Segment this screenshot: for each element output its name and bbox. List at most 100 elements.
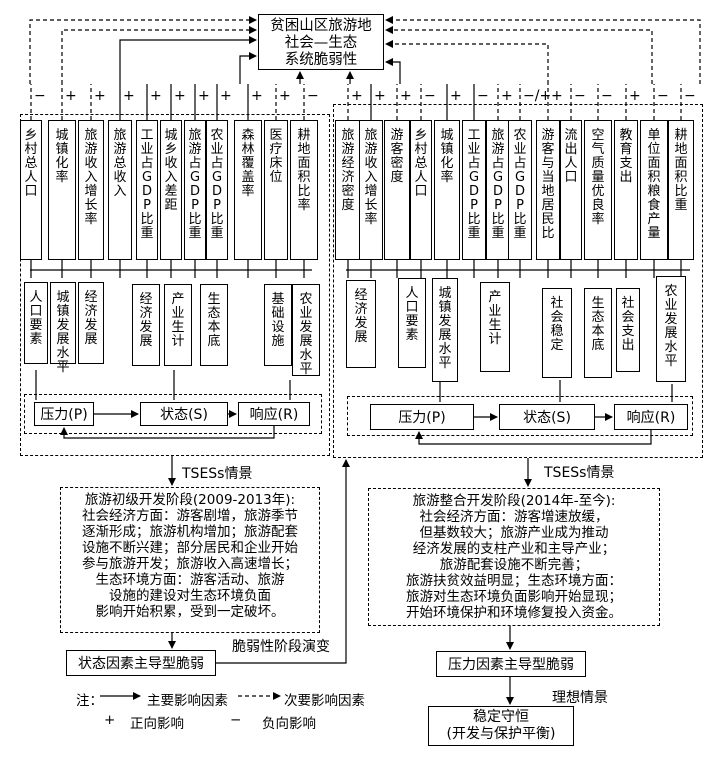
left-factor-label: 经济发展 <box>139 292 153 349</box>
title-link-right-4 <box>385 58 401 84</box>
right-indicator-label: 旅游占GDP比重 <box>491 128 505 241</box>
legend-main-label: 主要影响因素 <box>147 693 228 709</box>
right-factor-label: 人口要素 <box>405 286 419 343</box>
left-indicator-8: 农业占GDP比重 <box>206 120 228 260</box>
right-sign: − <box>574 88 586 104</box>
right-indicator-13: 单位面积粮食产量 <box>640 120 668 260</box>
right-sign: − <box>601 88 613 104</box>
legend-secondary-label: 次要影响因素 <box>284 693 365 709</box>
left-stage-line: 逐渐形成；旅游机构增加；旅游配套 <box>82 524 298 540</box>
left-indicator-1: 乡村总人口 <box>20 120 42 260</box>
left-system-region <box>20 114 330 456</box>
right-indicator-label: 空气质量优良率 <box>591 128 605 227</box>
title-line-2: 社会—生态 <box>284 35 358 51</box>
right-indicator-14: 耕地面积比重 <box>668 120 694 260</box>
right-state-box: 状态(S) <box>499 404 595 430</box>
left-sign: + <box>174 88 186 104</box>
right-factor-2: 人口要素 <box>398 278 426 368</box>
right-stage-line: 旅游对生态环境负面影响开始显现； <box>406 589 622 605</box>
right-factor-label: 经济发展 <box>354 288 368 345</box>
left-psr-frame <box>24 394 322 434</box>
right-indicator-5: 城镇化率 <box>434 120 460 260</box>
left-sign: + <box>150 88 162 104</box>
left-stage-line: 社会经济方面：游客剧增，旅游季节 <box>82 508 298 524</box>
left-factor-1: 人口要素 <box>24 282 48 364</box>
right-factor-1: 经济发展 <box>346 280 376 368</box>
left-indicator-label: 森林覆盖率 <box>241 128 255 199</box>
title-link-right-3 <box>385 40 549 84</box>
left-factor-3: 经济发展 <box>78 282 104 364</box>
title-link-left-2 <box>61 26 257 84</box>
title-link-left-3 <box>119 36 257 84</box>
left-factor-8: 农业发展水平 <box>292 284 320 377</box>
right-indicator-label: 乡村总人口 <box>414 128 428 199</box>
right-response-box: 响应(R) <box>614 404 688 430</box>
left-pressure-box: 压力(P) <box>34 402 94 426</box>
left-indicator-label: 耕地面积比率 <box>297 128 311 213</box>
left-indicator-7: 旅游占GDP比重 <box>184 120 206 260</box>
right-factor-label: 城镇发展水平 <box>438 286 452 371</box>
title-box: 贫困山区旅游地 社会—生态 系统脆弱性 <box>258 14 384 70</box>
right-sign: − <box>477 88 489 104</box>
right-indicator-label: 农业占GDP比重 <box>513 128 527 241</box>
right-indicator-3: 游客密度 <box>384 120 410 260</box>
right-indicator-6: 工业占GDP比重 <box>462 120 486 260</box>
right-stage-title: 旅游整合开发阶段(2014年-至今): <box>412 493 616 509</box>
right-indicator-11: 空气质量优良率 <box>584 120 612 260</box>
left-indicator-3: 旅游收入增长率 <box>78 120 104 260</box>
right-indicator-7: 旅游占GDP比重 <box>486 120 510 260</box>
right-factor-4: 产业生计 <box>480 282 510 372</box>
final-box: 稳定守恒 (开发与保护平衡) <box>428 706 574 746</box>
right-sign: + <box>501 88 513 104</box>
left-factor-label: 城镇发展水平 <box>56 290 70 375</box>
left-factor-label: 人口要素 <box>29 290 43 347</box>
left-sign: + <box>251 88 263 104</box>
left-factor-4: 经济发展 <box>132 284 160 366</box>
right-indicator-label: 旅游经济密度 <box>341 128 355 213</box>
left-state-box: 状态(S) <box>140 402 228 426</box>
right-sign: + <box>629 88 641 104</box>
left-stage-line: 影响开始积累，受到一定破坏。 <box>95 604 285 620</box>
left-indicator-9: 森林覆盖率 <box>234 120 262 260</box>
right-stage-line: 旅游配套设施不断完善； <box>439 557 589 573</box>
left-indicator-label: 乡村总人口 <box>24 128 38 199</box>
right-factor-6: 生态本底 <box>584 288 612 378</box>
right-sign: + <box>551 88 563 104</box>
right-indicator-label: 城镇化率 <box>440 128 454 185</box>
right-sign: + <box>351 88 363 104</box>
left-indicator-10: 医疗床位 <box>264 120 288 260</box>
left-indicator-label: 旅游收入增长率 <box>84 128 98 227</box>
right-factor-5: 社会稳定 <box>542 288 572 378</box>
left-factor-7: 基础设施 <box>264 284 292 366</box>
right-factor-3: 城镇发展水平 <box>432 278 458 382</box>
left-factor-6: 生态本底 <box>200 284 228 366</box>
left-indicator-label: 旅游总收入 <box>113 128 127 199</box>
right-factor-label: 社会稳定 <box>550 296 564 353</box>
right-indicator-8: 农业占GDP比重 <box>508 120 532 260</box>
left-indicator-2: 城镇化率 <box>48 120 76 260</box>
right-indicator-label: 流出人口 <box>564 128 578 185</box>
left-sign: − <box>307 88 319 104</box>
legend-minus-label: 负向影响 <box>262 716 316 732</box>
right-indicator-10: 流出人口 <box>560 120 582 260</box>
right-indicator-4: 乡村总人口 <box>410 120 432 260</box>
legend-plus-symbol: + <box>104 712 116 728</box>
right-factor-label: 产业生计 <box>488 290 502 347</box>
right-indicator-label: 旅游收入增长率 <box>364 128 378 227</box>
title-link-left-4 <box>239 52 257 84</box>
left-factor-label: 基础设施 <box>271 292 285 349</box>
final-line-2: (开发与保护平衡) <box>446 726 556 742</box>
right-result-box: 压力因素主导型脆弱 <box>436 651 586 677</box>
left-factor-label: 农业发展水平 <box>299 292 313 377</box>
left-sign: + <box>123 88 135 104</box>
left-sign: + <box>198 88 210 104</box>
left-factor-label: 产业生计 <box>171 292 185 349</box>
left-tses-label: TSESs情景 <box>182 466 253 482</box>
left-factor-label: 生态本底 <box>207 292 221 349</box>
right-factor-7: 社会支出 <box>616 288 640 372</box>
right-sign: − <box>684 88 696 104</box>
right-system-region <box>333 104 703 458</box>
right-sign: + <box>374 88 386 104</box>
right-factor-label: 生态本底 <box>591 296 605 353</box>
title-line-3: 系统脆弱性 <box>284 52 358 68</box>
